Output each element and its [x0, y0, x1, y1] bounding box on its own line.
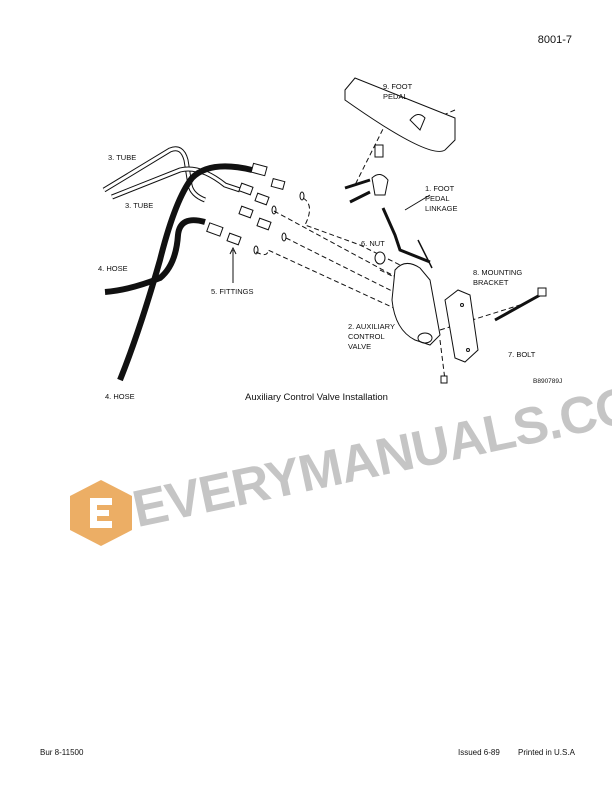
footer-issued: Issued 6-89: [458, 748, 500, 757]
label-auxiliary-control-valve: 2. AUXILIARY CONTROL VALVE: [348, 322, 395, 351]
mounting-bracket: [444, 289, 479, 363]
label-foot-pedal-linkage: 1. FOOT PEDAL LINKAGE: [425, 184, 458, 213]
leader-linkage: [404, 194, 431, 211]
pedal-bolts: [344, 178, 371, 204]
foot-pedal-linkage: [381, 207, 431, 264]
label-tube-upper: 3. TUBE: [108, 153, 137, 162]
figure-code: B890789J: [533, 378, 563, 385]
hose-left: [104, 217, 206, 295]
page-number: 8001-7: [537, 34, 572, 46]
label-hose-upper: 4. HOSE: [98, 264, 128, 273]
label-hose-lower: 4. HOSE: [105, 392, 135, 401]
label-nut: 6. NUT: [361, 239, 385, 248]
footer-document-number: Bur 8-11500: [40, 748, 84, 757]
watermark-logo: [70, 480, 132, 546]
auxiliary-control-valve: [391, 263, 441, 346]
fittings: [206, 162, 305, 255]
footer-printed: Printed in U.S.A: [518, 748, 575, 757]
label-fittings: 5. FITTINGS: [211, 287, 254, 296]
label-bolt: 7. BOLT: [508, 350, 536, 359]
foot-pedal: [344, 77, 456, 152]
label-foot-pedal: 9. FOOT PEDAL: [383, 82, 413, 101]
bolt: [494, 293, 541, 322]
figure-caption: Auxiliary Control Valve Installation: [245, 392, 388, 403]
hose-right: [117, 163, 253, 382]
leader-fittings: [229, 246, 237, 283]
nut: [374, 251, 386, 265]
label-tube-lower: 3. TUBE: [125, 201, 154, 210]
label-mounting-bracket: 8. MOUNTING BRACKET: [473, 268, 523, 287]
